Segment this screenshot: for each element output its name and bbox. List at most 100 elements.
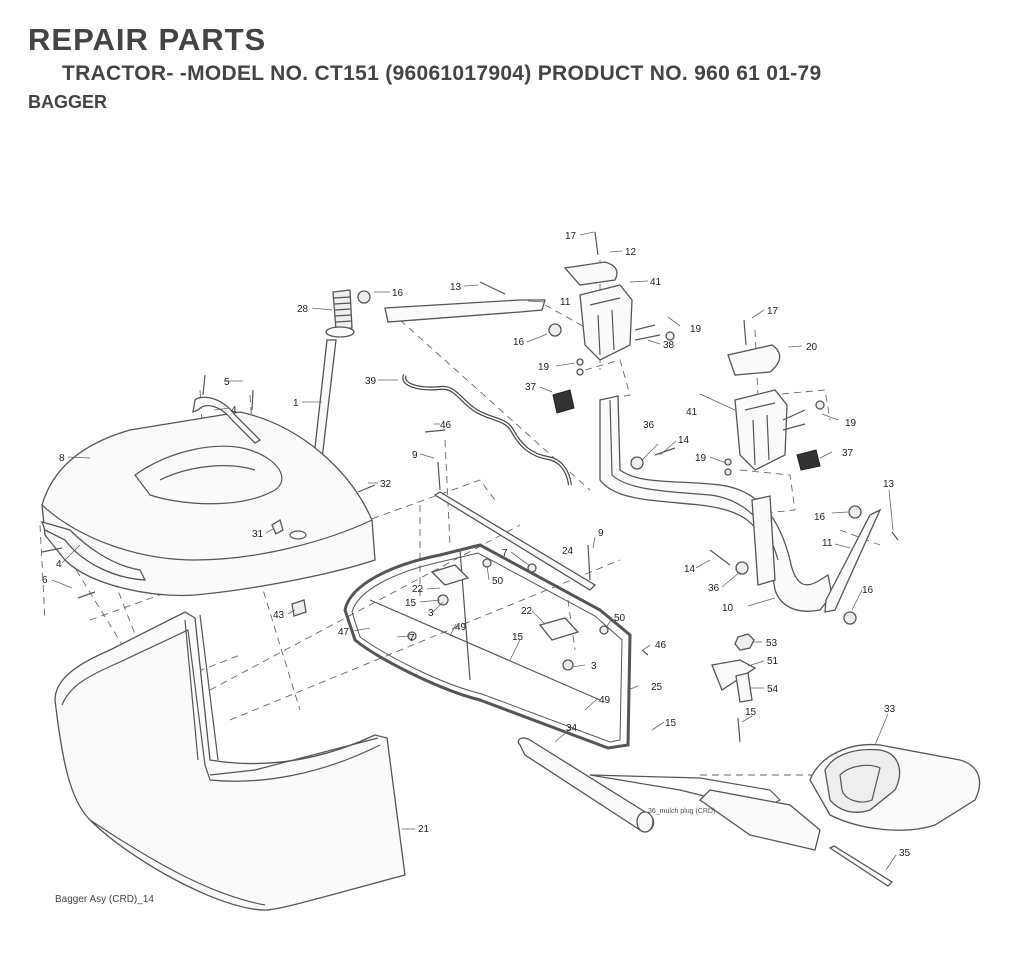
section-title: BAGGER <box>28 92 108 112</box>
callout-37b: 37 <box>842 448 854 459</box>
cover-bracket-top <box>192 396 262 444</box>
callout-16c: 16 <box>814 512 826 523</box>
callout-4a: 4 <box>231 405 237 416</box>
mulch-plug-note: 36_mulch plug (CRD) <box>648 808 715 815</box>
callout-16a: 16 <box>392 288 404 299</box>
bag-frame <box>343 543 632 750</box>
model-number-line: TRACTOR- -MODEL NO. CT151 (96061017904) … <box>62 62 822 85</box>
mount-clip-right <box>727 344 781 376</box>
page-title: REPAIR PARTS <box>28 22 267 57</box>
callout-50a: 50 <box>492 576 504 587</box>
callout-46a: 46 <box>440 420 452 431</box>
callout-16d: 16 <box>862 585 874 596</box>
callout-10: 10 <box>722 603 734 614</box>
callout-labels: 28 1 16 13 11 16 17 12 41 19 38 19 37 39… <box>42 231 911 905</box>
callout-6: 6 <box>42 575 48 586</box>
callout-38: 38 <box>663 340 675 351</box>
callout-11b: 11 <box>822 538 833 549</box>
callout-25: 25 <box>651 682 663 693</box>
callout-13b: 13 <box>883 479 895 490</box>
callout-47: 47 <box>338 627 350 638</box>
lower-mount-bracket <box>734 389 788 471</box>
callout-13a: 13 <box>450 282 462 293</box>
frame-clamp-left <box>430 564 470 586</box>
callout-15d: 15 <box>745 707 757 718</box>
spacer-cap <box>291 599 307 617</box>
callout-35: 35 <box>899 848 911 859</box>
callout-12: 12 <box>625 247 637 258</box>
callout-24: 24 <box>562 546 574 557</box>
callout-17a: 17 <box>565 231 577 242</box>
callout-31: 31 <box>252 529 264 540</box>
latch-lever <box>711 659 757 691</box>
callout-22a: 22 <box>412 584 424 595</box>
callout-19a: 19 <box>690 324 702 335</box>
side-strap <box>824 508 882 613</box>
callout-5: 5 <box>224 377 230 388</box>
callout-9b: 9 <box>598 528 604 539</box>
callout-39: 39 <box>365 376 377 387</box>
leader-lines <box>51 231 897 871</box>
callout-14b: 14 <box>684 564 696 575</box>
handle-grip <box>325 289 355 338</box>
deflector-wire-rod-outline <box>403 374 571 486</box>
callout-1: 1 <box>293 398 299 409</box>
callout-21: 21 <box>418 824 430 835</box>
callout-33: 33 <box>884 704 896 715</box>
callout-8: 8 <box>59 453 65 464</box>
callout-7b: 7 <box>409 633 415 644</box>
callout-49b: 49 <box>599 695 611 706</box>
rubber-bumper-1 <box>552 389 575 414</box>
callout-15a: 15 <box>405 598 417 609</box>
diagram-caption: Bagger Asy (CRD)_14 <box>55 894 154 905</box>
carriage-bolt <box>735 672 753 703</box>
callout-41b: 41 <box>686 407 698 418</box>
mulch-plug-tube <box>517 737 821 851</box>
frame-clamp-right <box>538 617 580 641</box>
cover-bracket-front <box>40 521 147 581</box>
bent-tube-frame <box>599 395 833 612</box>
callout-11a: 11 <box>560 297 571 308</box>
discharge-chute <box>809 743 981 831</box>
callout-15c: 15 <box>665 718 677 729</box>
callout-41a: 41 <box>650 277 662 288</box>
callout-20: 20 <box>806 342 818 353</box>
upper-mount-bracket <box>579 284 633 361</box>
callout-19c: 19 <box>695 453 707 464</box>
callout-3b: 3 <box>591 661 597 672</box>
callout-53: 53 <box>766 638 778 649</box>
callout-9a: 9 <box>412 450 418 461</box>
callout-22b: 22 <box>521 606 533 617</box>
callout-16b: 16 <box>513 337 525 348</box>
callout-36a: 36 <box>643 420 655 431</box>
long-bolt <box>828 845 894 887</box>
cross-rod <box>433 491 597 591</box>
callout-14a: 14 <box>678 435 690 446</box>
deflector-wire-rod <box>402 374 572 486</box>
upper-strap <box>384 299 546 323</box>
callout-4b: 4 <box>56 559 62 570</box>
callout-15b: 15 <box>512 632 524 643</box>
fasteners <box>41 231 899 743</box>
callout-54: 54 <box>767 684 779 695</box>
bagger-cover <box>41 411 376 597</box>
callout-28: 28 <box>297 304 309 315</box>
callout-32: 32 <box>380 479 392 490</box>
callout-19d: 19 <box>845 418 857 429</box>
callout-7a: 7 <box>502 548 508 559</box>
mount-clip <box>563 261 618 286</box>
hex-nut <box>734 633 755 651</box>
callout-51: 51 <box>767 656 779 667</box>
callout-17b: 17 <box>767 306 779 317</box>
rubber-bumper-2 <box>796 449 821 471</box>
grass-bag <box>54 611 406 911</box>
callout-34: 34 <box>566 723 578 734</box>
callout-49a: 49 <box>455 622 467 633</box>
callout-46b: 46 <box>655 640 667 651</box>
callout-3a: 3 <box>428 608 434 619</box>
callout-50b: 50 <box>614 613 626 624</box>
callout-37a: 37 <box>525 382 537 393</box>
callout-43: 43 <box>273 610 285 621</box>
callout-19b: 19 <box>538 362 550 373</box>
